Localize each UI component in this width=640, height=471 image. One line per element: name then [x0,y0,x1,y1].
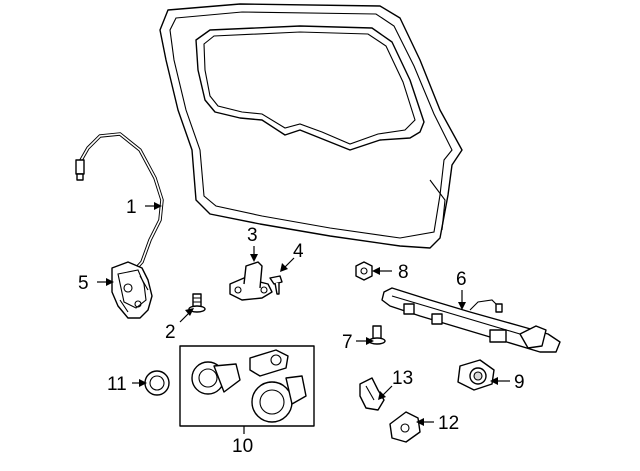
striker [229,261,273,301]
latch-bolt [188,293,206,313]
release-cable [75,132,164,277]
callout-9: 9 [514,372,525,393]
handle-assembly [381,287,561,353]
striker-screw [269,275,283,295]
callout-7: 7 [342,332,353,353]
callout-8: 8 [398,262,409,283]
leader-lines [97,202,510,434]
callout-10: 10 [232,436,253,457]
bracket [359,377,385,411]
callout-5: 5 [78,273,89,294]
liftgate-door [159,3,463,249]
callout-1: 1 [126,197,137,218]
callout-4: 4 [293,241,304,262]
callout-13: 13 [392,368,413,389]
clip [389,411,421,443]
callout-2: 2 [165,322,176,343]
seal-ring [144,370,170,396]
callout-3: 3 [247,225,258,246]
nut [355,261,373,281]
lock-cylinder-kit [179,345,315,427]
callout-6: 6 [456,269,467,290]
callout-12: 12 [438,413,459,434]
callout-11: 11 [107,374,127,395]
camera [457,359,495,391]
liftgate-latch [111,261,153,319]
